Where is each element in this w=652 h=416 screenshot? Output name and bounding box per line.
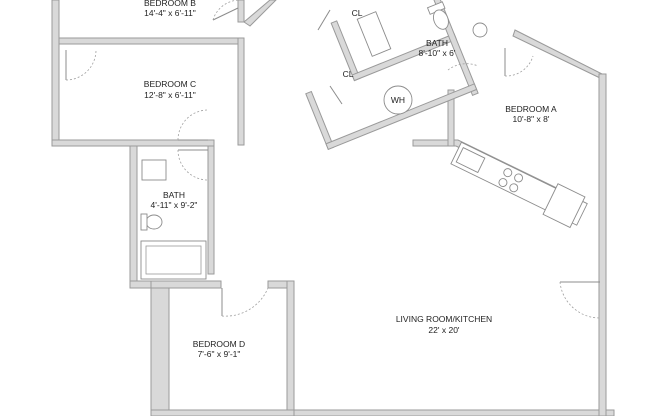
living-kitchen-dims: 22' x 20' <box>428 325 460 335</box>
wall-left-bath-bottom <box>129 280 153 289</box>
door-bedroom-c <box>177 109 209 141</box>
bedroom-d-name: BEDROOM D <box>193 339 245 349</box>
door-bedroom-c-closet <box>65 49 97 81</box>
door-closets <box>317 9 343 105</box>
wall-bedroom-b-bottom <box>58 37 245 45</box>
bedroom-a-dims: 10'-8" x 8' <box>513 114 550 124</box>
toilet-upper <box>426 1 449 30</box>
door-bedroom-a <box>504 48 534 77</box>
wall-bedroom-d-left <box>150 280 170 416</box>
wall-left-bath-right <box>207 145 215 275</box>
sink-left <box>141 159 167 181</box>
tub-upper <box>356 11 392 57</box>
toilet-left <box>145 214 163 230</box>
wall-bedroom-c-right <box>237 37 245 146</box>
wall-right-angled <box>512 29 607 416</box>
water-heater <box>383 85 413 115</box>
wall-bedroom-c-bottom <box>51 139 215 147</box>
wall-bedroom-b-right <box>237 0 245 23</box>
bath-upper-name: BATH <box>426 38 448 48</box>
door-bath-left <box>177 149 209 181</box>
wall-bedroom-d-top-left <box>150 280 222 289</box>
bedroom-b-name: BEDROOM B <box>144 0 196 8</box>
bedroom-d-dims: 7'-6" x 9'-1" <box>198 349 241 359</box>
closet-label-2: CL <box>343 69 354 79</box>
wall-left-bath-left <box>129 145 138 289</box>
wall-bottom-right <box>293 409 615 416</box>
water-heater-label: WH <box>391 95 405 105</box>
wall-bedroom-b-angle <box>243 0 277 27</box>
kitchen-counter <box>450 141 588 229</box>
door-entry <box>559 281 601 319</box>
wall-right-lower <box>598 73 607 416</box>
bedroom-c-dims: 12'-8" x 6'-11" <box>144 90 196 100</box>
toilet-tank-left <box>140 213 148 231</box>
closet-label-1: CL <box>352 8 363 18</box>
bath-left-name: BATH <box>163 190 185 200</box>
bedroom-c-name: BEDROOM C <box>144 79 196 89</box>
tub-left <box>140 240 207 280</box>
bedroom-a-name: BEDROOM A <box>505 104 557 114</box>
door-upper-bath <box>447 63 479 71</box>
living-kitchen-name: LIVING ROOM/KITCHEN <box>396 314 492 324</box>
wall-bedroom-d-right <box>286 280 295 416</box>
wall-bottom-left <box>150 409 295 416</box>
bedroom-b-dims: 14'-4" x 6'-11" <box>144 8 196 18</box>
sink-upper <box>472 22 488 38</box>
bath-upper-dims: 8'-10" x 6' <box>419 48 456 58</box>
tub-left-inner <box>145 245 202 275</box>
wall-bedroom-a-left <box>447 89 455 147</box>
door-bedroom-d <box>221 287 269 317</box>
wall-left-upper <box>51 0 60 147</box>
bath-left-dims: 4'-11" x 9'-2" <box>151 200 198 210</box>
door-bedroom-b <box>212 0 240 21</box>
